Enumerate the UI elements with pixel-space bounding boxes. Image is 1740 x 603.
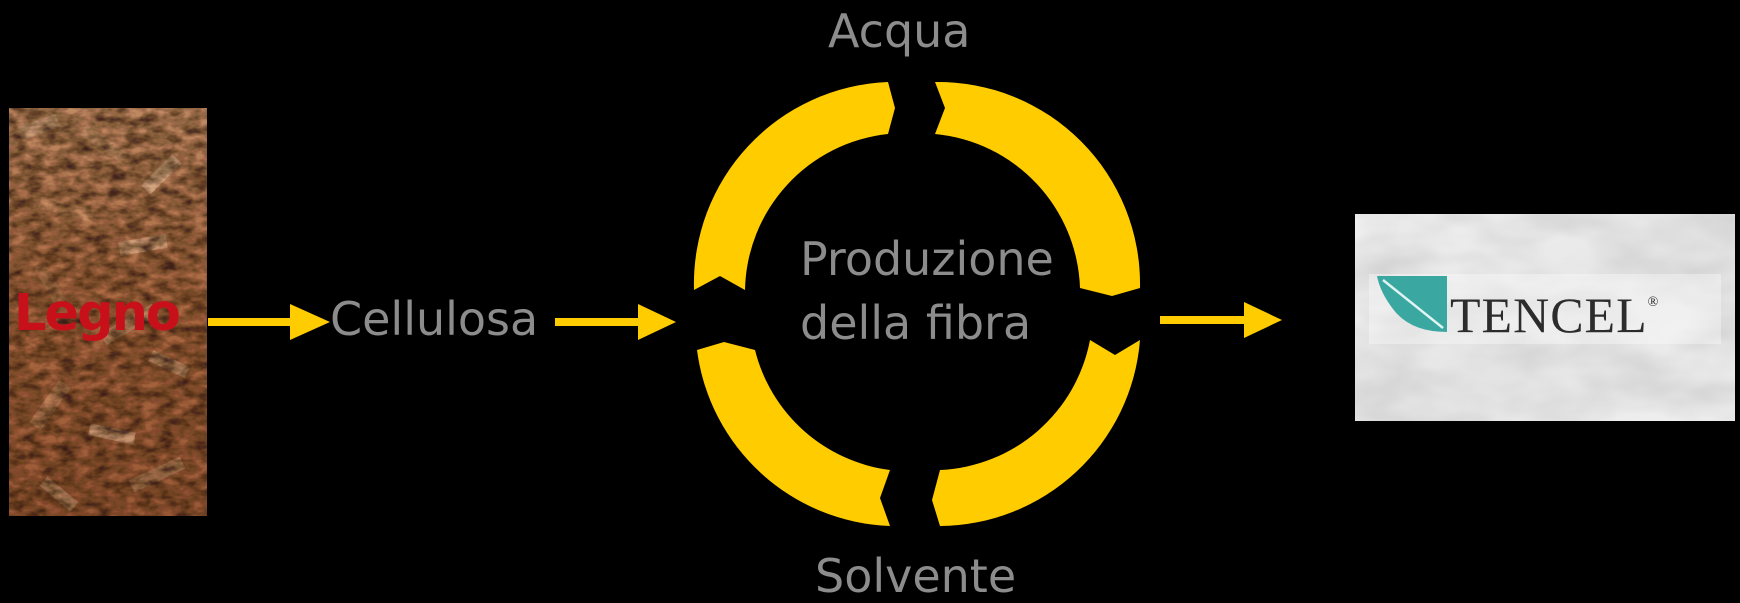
wood-chips-image — [9, 108, 207, 516]
cellulose-label: Cellulosa — [330, 292, 539, 346]
wood-label: Legno — [14, 284, 181, 343]
registered-mark: ® — [1647, 295, 1660, 310]
tencel-logo: TENCEL® — [1450, 290, 1659, 340]
tencel-fabric-image — [1355, 214, 1735, 421]
cycle-arrow-top-left — [693, 82, 895, 290]
center-title-line1: Produzione — [800, 232, 1054, 286]
cycle-arrow-bottom-left — [697, 342, 890, 526]
cycle-arrows — [693, 81, 1141, 526]
cycle-arrow-bottom-right — [932, 340, 1140, 526]
arrow-wood-to-cellulose — [208, 304, 330, 340]
leaf-icon — [1377, 276, 1447, 332]
center-title-line2: della fibra — [800, 296, 1032, 350]
cycle-arrow-top-right — [935, 81, 1141, 297]
arrow-cycle-to-tencel — [1160, 302, 1282, 338]
arrow-cellulose-to-cycle — [555, 304, 676, 340]
solvent-label: Solvente — [815, 549, 1017, 603]
water-label: Acqua — [828, 4, 971, 58]
brand-name: TENCEL — [1450, 287, 1648, 343]
